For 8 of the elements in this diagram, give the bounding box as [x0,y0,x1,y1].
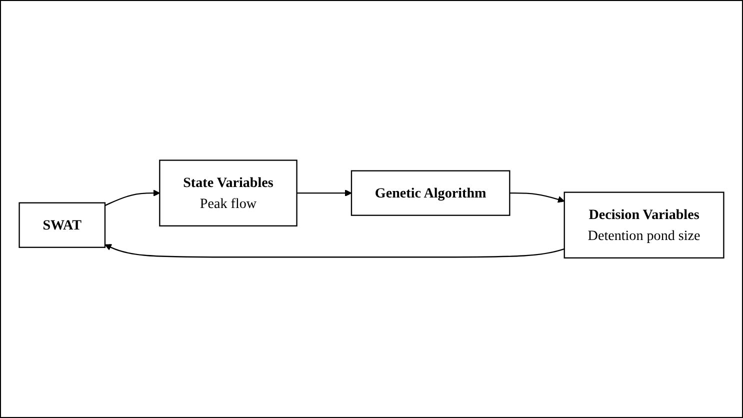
node-box: Genetic Algorithm [350,170,510,216]
arrow [296,190,352,196]
arrow [104,190,160,206]
arrow [510,192,565,203]
node-box: SWAT [18,202,106,248]
node-box: Decision Variables Detention pond size [564,192,724,258]
arrow [104,244,565,258]
node-box: State Variables Peak flow [159,160,298,226]
